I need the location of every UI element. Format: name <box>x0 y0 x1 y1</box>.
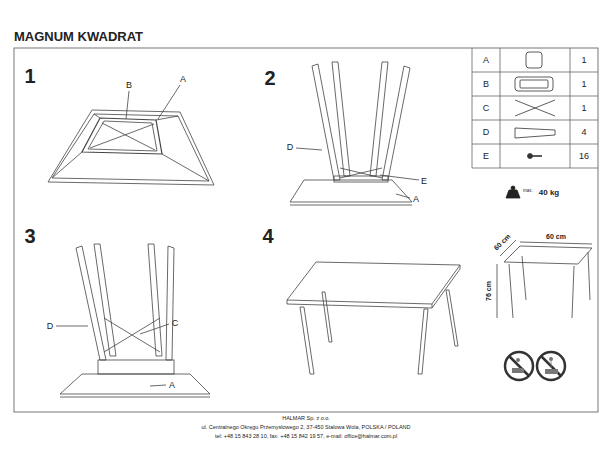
leader-line <box>150 385 166 386</box>
warning-icons <box>505 352 565 380</box>
dimension-label: 60 cm <box>492 232 512 252</box>
table-cell: B <box>482 80 490 89</box>
step4-figure <box>287 262 460 374</box>
step-number: 3 <box>23 226 36 246</box>
table-cell: 1 <box>580 56 587 65</box>
step-number: 2 <box>263 68 276 88</box>
part-letter: A <box>412 195 420 204</box>
part-icons <box>515 52 555 159</box>
dimension-line <box>497 264 498 318</box>
dimension-label: 76 cm <box>485 280 492 302</box>
leader-line <box>126 91 129 119</box>
table-cell: 1 <box>580 80 587 89</box>
step3-figure <box>56 244 210 397</box>
step-number: 1 <box>23 66 36 86</box>
step1-figure <box>48 85 214 185</box>
step2-figure <box>290 62 419 205</box>
part-letter: D <box>286 143 295 152</box>
title: MAGNUM KWADRAT <box>14 30 143 43</box>
leader-line <box>158 85 180 119</box>
dimension-label: 60 cm <box>545 233 567 240</box>
part-letter: A <box>168 381 176 390</box>
footer-line: tel: +48 15 843 28 10, fax: +48 15 842 1… <box>214 434 398 440</box>
table-cell: D <box>482 128 491 137</box>
weight-limit: 40 kg <box>538 189 560 197</box>
table-cell: 4 <box>580 128 587 137</box>
leader-line <box>296 148 322 150</box>
table-cell: 16 <box>578 152 590 161</box>
step-number: 4 <box>261 226 274 246</box>
footer-line: ul. Centralnego Okręgu Przemysłowego 2, … <box>200 425 411 431</box>
leader-line <box>396 194 410 198</box>
table-cell: 1 <box>580 104 587 113</box>
leader-line <box>140 324 169 334</box>
part-letter: E <box>420 177 428 186</box>
table-cell: E <box>482 152 490 161</box>
part-letter: B <box>125 81 133 90</box>
footer-line: HALMAR Sp. z o.o. <box>281 416 331 422</box>
table-cell: A <box>482 56 490 65</box>
leader-line <box>56 326 88 327</box>
weight-icon <box>506 186 520 198</box>
dimension-line <box>520 242 592 244</box>
weight-note: max. <box>522 189 534 194</box>
parts-table <box>472 48 598 168</box>
frame <box>14 48 598 412</box>
part-letter: D <box>46 322 55 331</box>
part-letter: C <box>171 319 180 328</box>
dimension-figure <box>497 240 592 318</box>
table-cell: C <box>482 104 491 113</box>
leader-line <box>380 175 419 180</box>
part-letter: A <box>179 75 187 84</box>
